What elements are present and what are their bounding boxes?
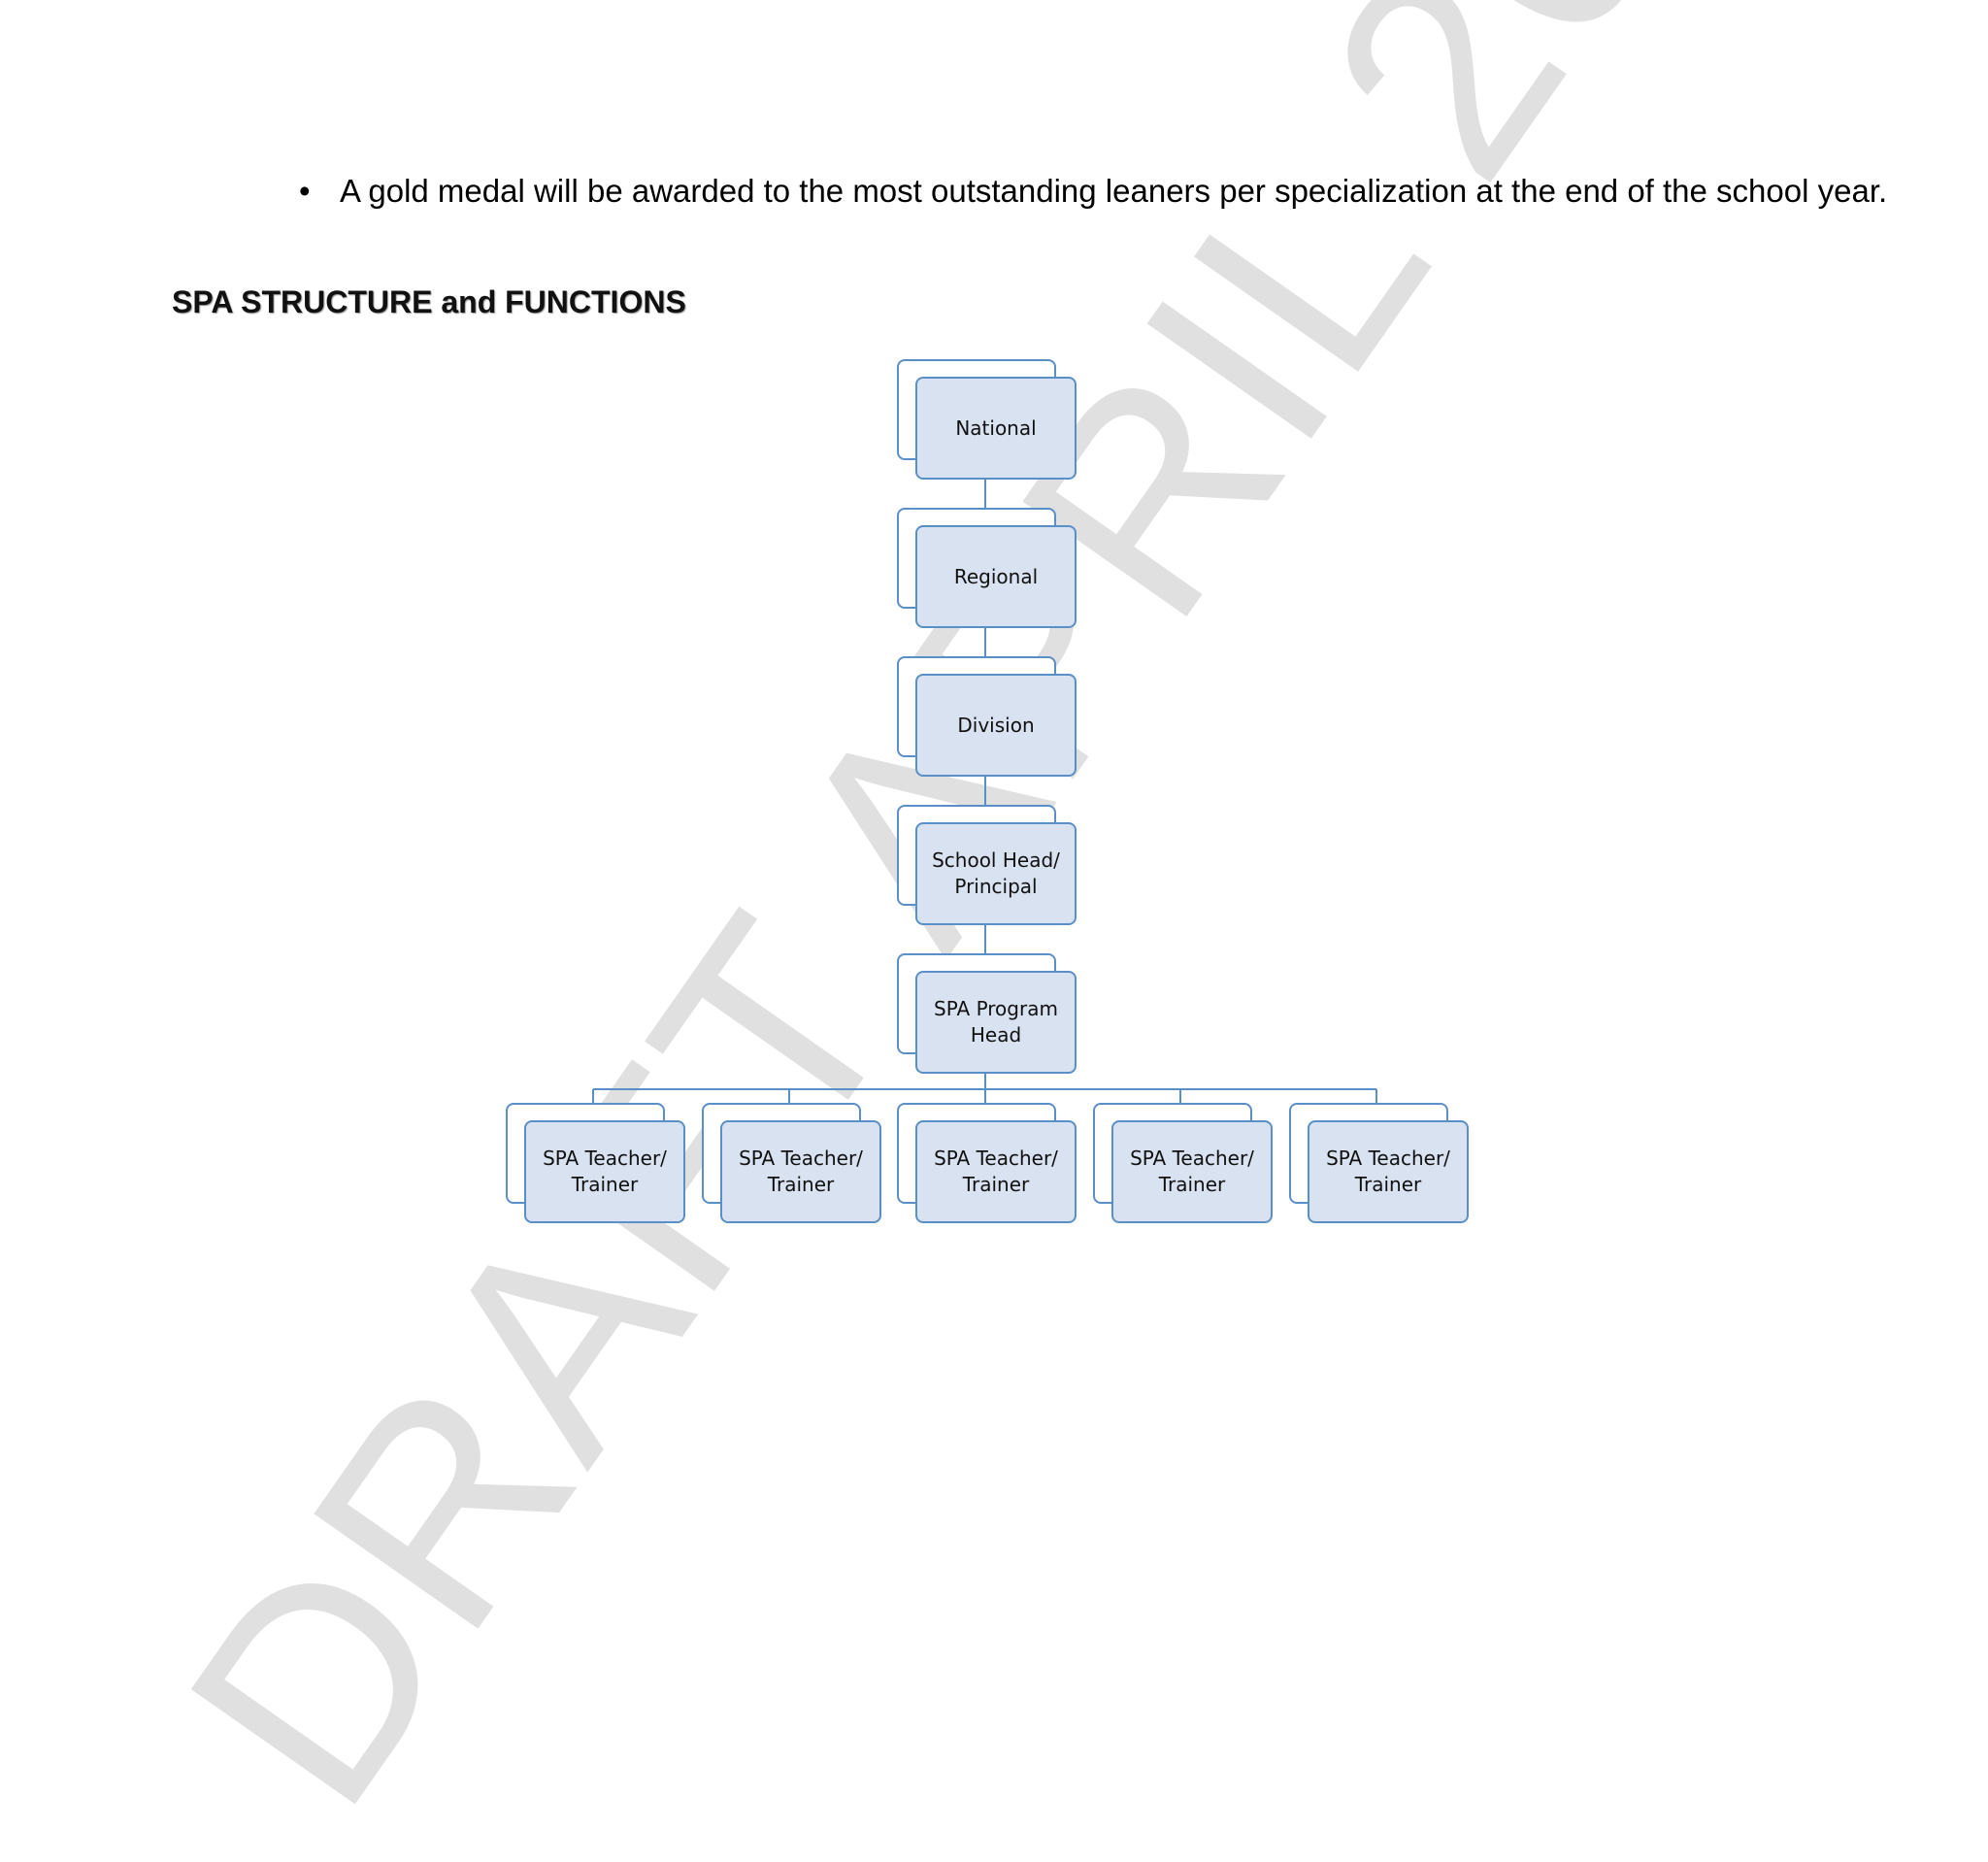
- org-node-box: Regional: [915, 525, 1077, 628]
- org-node-label: SPA Teacher/ Trainer: [543, 1147, 667, 1196]
- org-node-box: National: [915, 377, 1077, 480]
- org-node-spa-teacher-4: SPA Teacher/ Trainer: [1093, 1103, 1273, 1223]
- org-node-label: School Head/ Principal: [932, 848, 1060, 898]
- org-node-label: Division: [957, 713, 1035, 737]
- org-node-spa-teacher-1: SPA Teacher/ Trainer: [506, 1103, 685, 1223]
- document-page: DRAFT APRIL 2019 • A gold medal will be …: [125, 0, 1913, 1859]
- org-node-label: SPA Teacher/ Trainer: [739, 1147, 863, 1196]
- bullet-paragraph: A gold medal will be awarded to the most…: [340, 173, 1888, 209]
- org-node-box: SPA Teacher/ Trainer: [915, 1120, 1077, 1223]
- org-node-label: SPA Teacher/ Trainer: [1130, 1147, 1254, 1196]
- org-node-label: Regional: [953, 564, 1039, 588]
- org-node-box: SPA Teacher/ Trainer: [720, 1120, 881, 1223]
- org-node-box: SPA Teacher/ Trainer: [524, 1120, 685, 1223]
- org-chart: National Regional Division School Head/ …: [506, 359, 1469, 1223]
- org-node-label: National: [955, 416, 1037, 440]
- org-node-spa-program-head: SPA Program Head: [897, 953, 1077, 1074]
- org-node-label: SPA Teacher/ Trainer: [934, 1147, 1058, 1196]
- section-heading: SPA STRUCTURE and FUNCTIONS: [172, 284, 686, 319]
- org-node-label: SPA Teacher/ Trainer: [1326, 1147, 1450, 1196]
- org-node-school-head: School Head/ Principal: [897, 805, 1077, 925]
- org-node-box: SPA Program Head: [915, 971, 1077, 1074]
- org-node-spa-teacher-2: SPA Teacher/ Trainer: [702, 1103, 881, 1223]
- org-node-box: SPA Teacher/ Trainer: [1111, 1120, 1273, 1223]
- org-node-national: National: [897, 359, 1077, 480]
- org-node-label: SPA Program Head: [934, 997, 1058, 1047]
- org-node-box: Division: [915, 674, 1077, 777]
- org-node-box: SPA Teacher/ Trainer: [1308, 1120, 1469, 1223]
- org-node-box: School Head/ Principal: [915, 822, 1077, 925]
- org-node-division: Division: [897, 656, 1077, 777]
- org-node-regional: Regional: [897, 508, 1077, 628]
- org-node-spa-teacher-5: SPA Teacher/ Trainer: [1289, 1103, 1469, 1223]
- org-chart-connectors: [592, 464, 1377, 1103]
- bullet-icon: •: [299, 173, 311, 209]
- org-node-spa-teacher-3: SPA Teacher/ Trainer: [897, 1103, 1077, 1223]
